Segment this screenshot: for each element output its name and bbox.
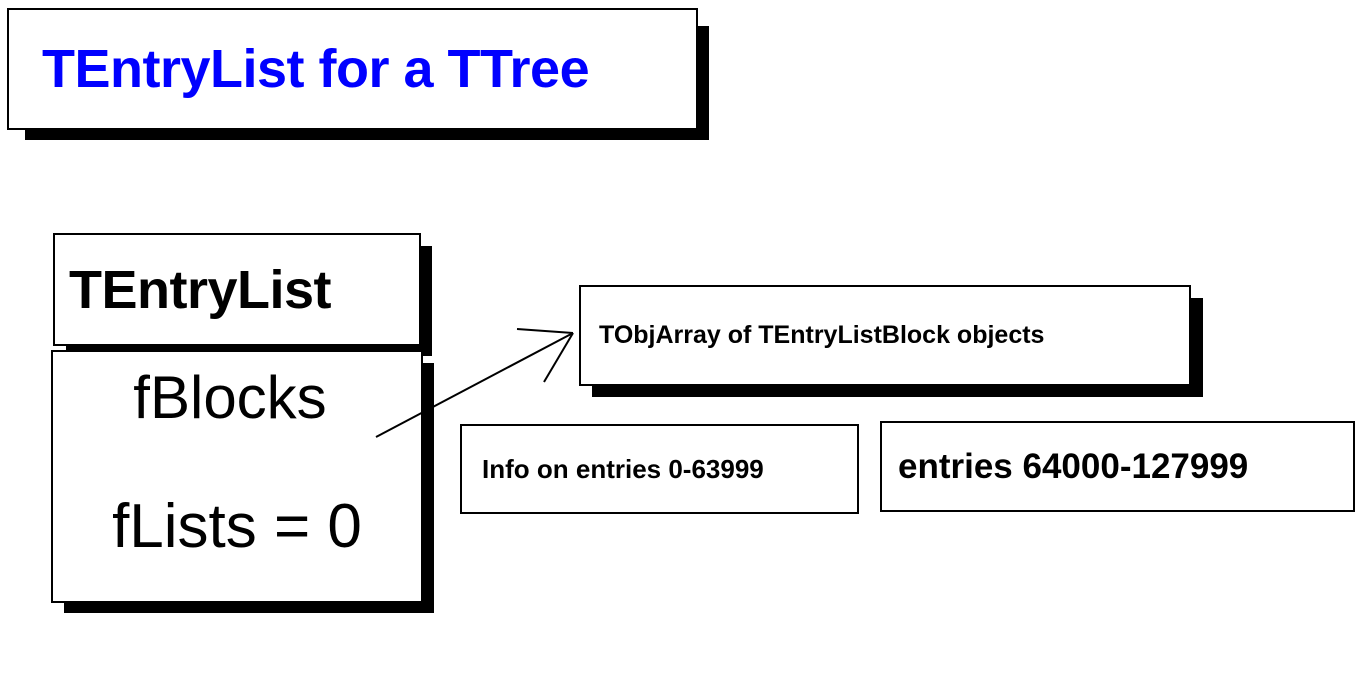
entrylist-field-fblocks: fBlocks — [133, 364, 327, 431]
entrylist-fields-box: fBlocks fLists = 0 — [51, 350, 423, 603]
entrylist-field-flists: fLists = 0 — [112, 492, 362, 561]
title-box: TEntryList for a TTree — [7, 8, 698, 130]
arrow-barb-lower — [543, 332, 574, 383]
entrylist-class-name: TEntryList — [69, 259, 332, 320]
tobjarray-box: TObjArray of TEntryListBlock objects — [579, 285, 1191, 386]
entrylistblock-1-box: entries 64000-127999 — [880, 421, 1355, 512]
page-title: TEntryList for a TTree — [42, 39, 590, 99]
entrylistblock-0-box: Info on entries 0-63999 — [460, 424, 859, 514]
tobjarray-label: TObjArray of TEntryListBlock objects — [599, 321, 1045, 349]
entrylist-header-box: TEntryList — [53, 233, 421, 346]
entrylistblock-1-label: entries 64000-127999 — [898, 447, 1249, 486]
entrylistblock-0-label: Info on entries 0-63999 — [482, 454, 764, 484]
arrow-barb-upper — [516, 328, 574, 334]
